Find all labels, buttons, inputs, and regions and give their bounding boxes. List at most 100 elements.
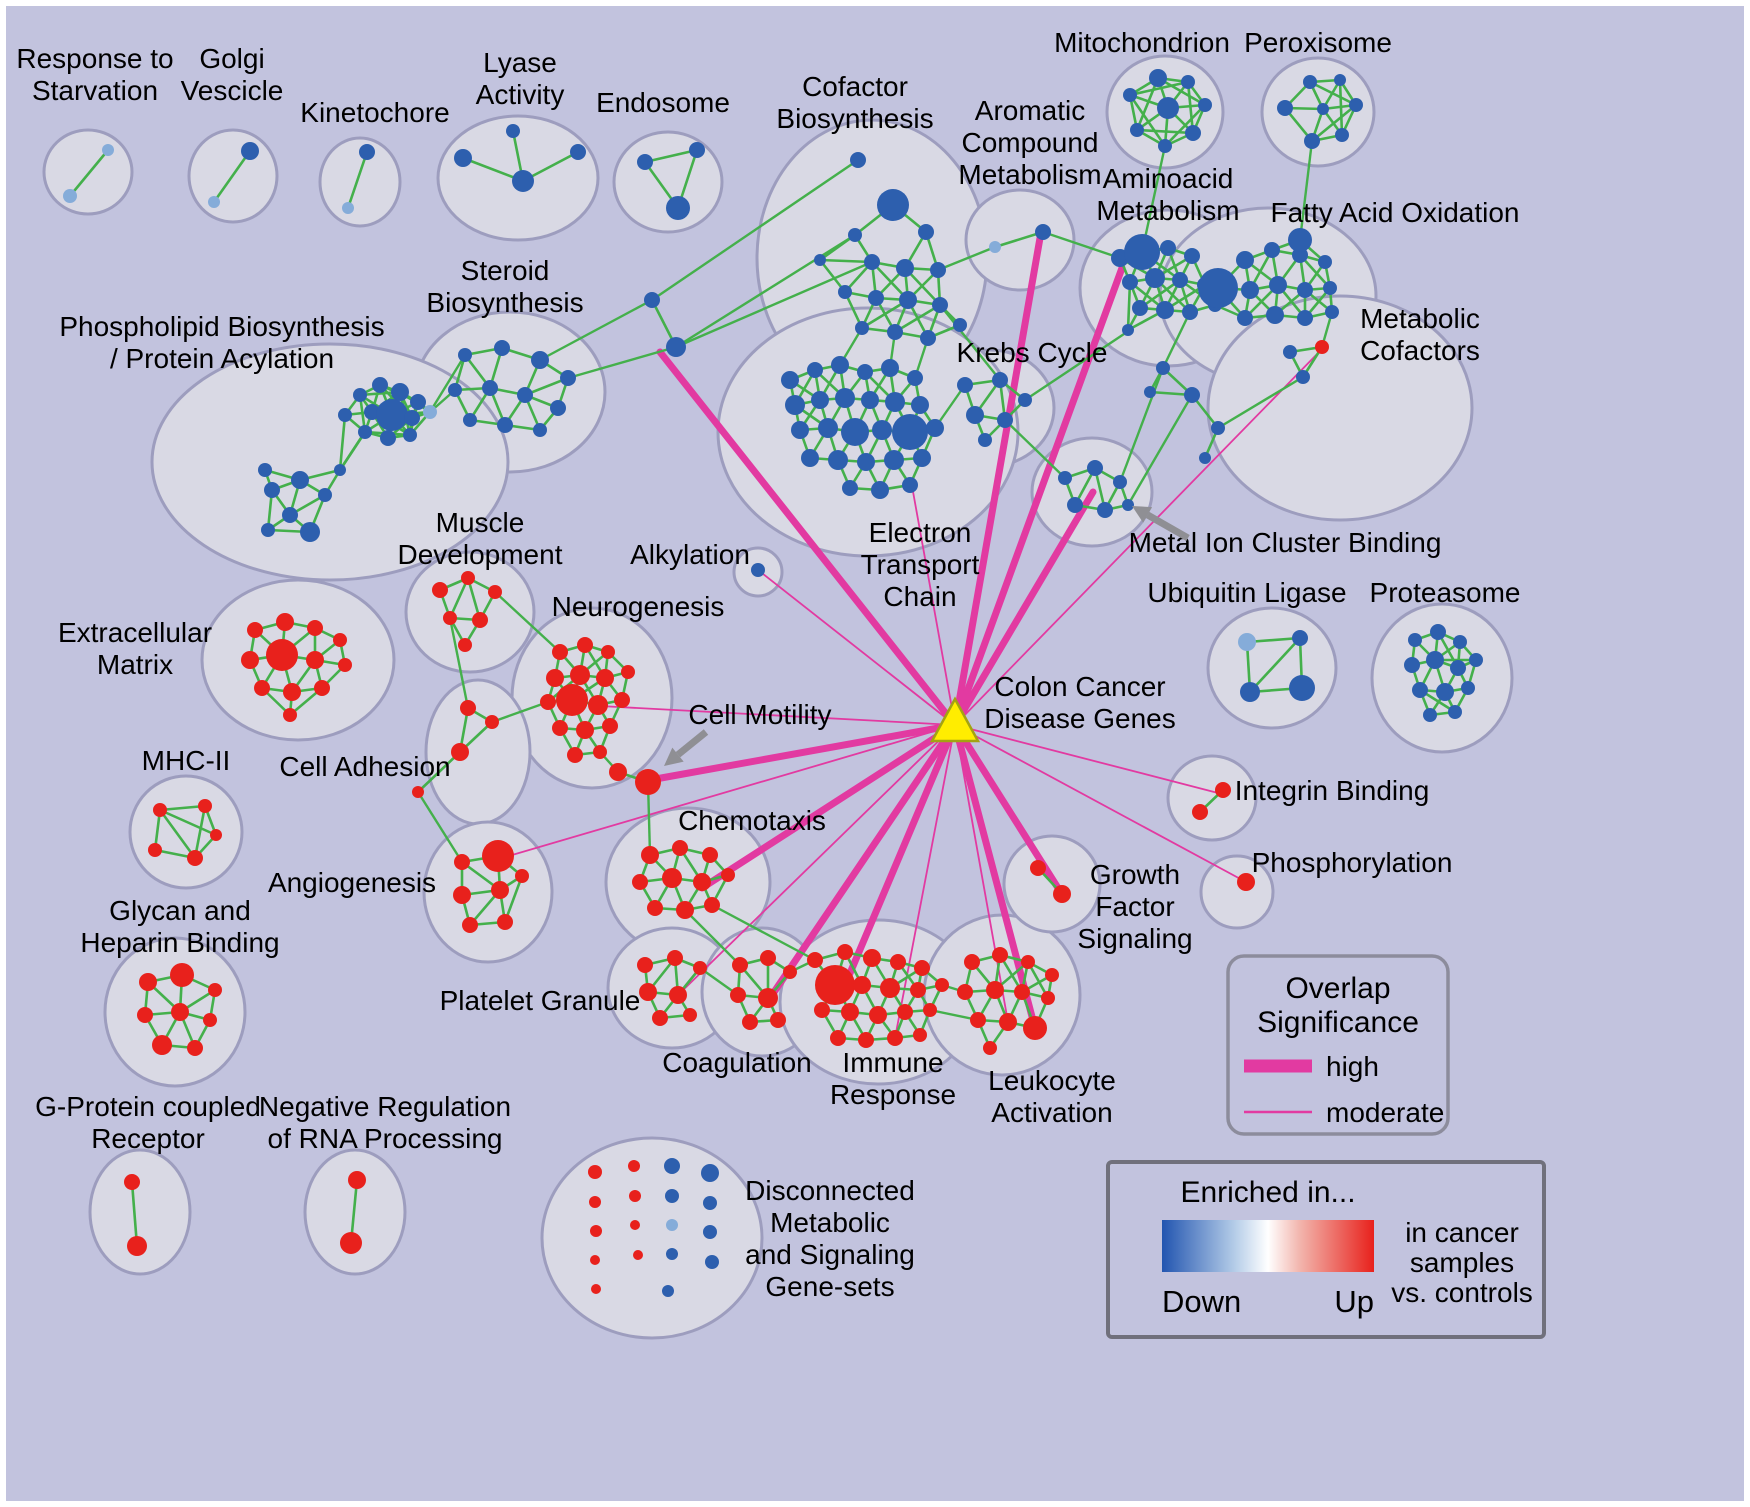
- immune-response-node: [890, 954, 906, 970]
- phospholipid-biosynthesis-node: [282, 507, 298, 523]
- enriched-legend-down-label: Down: [1162, 1284, 1241, 1319]
- label-mhc-ii: MHC-II: [142, 745, 231, 776]
- phospholipid-biosynthesis-node: [364, 404, 380, 420]
- phospholipid-biosynthesis-node: [261, 523, 275, 537]
- inter-cluster-edge: [929, 1008, 979, 1022]
- cell-adhesion-edge: [417, 751, 461, 793]
- proteasome-node: [1426, 651, 1444, 669]
- integrin-binding-node: [1215, 782, 1231, 798]
- leukocyte-activation-node: [957, 984, 973, 1000]
- inter-cluster-edge: [1126, 394, 1194, 506]
- electron-transport-chain-node: [857, 453, 875, 471]
- fatty-acid-oxidation-node: [1288, 228, 1312, 252]
- chemotaxis-node: [647, 900, 663, 916]
- chemotaxis-node: [721, 868, 735, 882]
- metal-ion-cluster-binding-node: [1122, 499, 1134, 511]
- electron-transport-chain-node: [818, 418, 838, 438]
- steroid-biosynthesis-node: [560, 370, 576, 386]
- layer-nodes: [63, 69, 1483, 1297]
- inter-cluster-edge: [416, 791, 464, 863]
- cofactor-biosynthesis-node: [920, 330, 936, 346]
- phospholipid-biosynthesis-node: [358, 425, 372, 439]
- proteasome-node: [1461, 681, 1475, 695]
- mhc-ii-edge: [193, 805, 207, 859]
- electron-transport-chain-node: [781, 371, 799, 389]
- ubiquitin-ligase-node: [1289, 675, 1315, 701]
- label-krebs-cycle: Krebs Cycle: [957, 337, 1108, 368]
- overlap-edge-immune-response-2: [894, 724, 956, 1039]
- phospholipid-biosynthesis-node: [264, 482, 280, 498]
- response-to-starvation-node: [63, 189, 77, 203]
- disconnected-gene-sets-node: [630, 1220, 640, 1230]
- disconnected-gene-sets-node: [703, 1225, 717, 1239]
- cofactor-biosynthesis-node: [868, 290, 884, 306]
- fatty-acid-oxidation-node: [1241, 281, 1259, 299]
- neurogenesis-node: [596, 669, 614, 687]
- mhc-ii-node: [148, 843, 162, 857]
- fatty-acid-oxidation-node: [1269, 276, 1287, 294]
- immune-response-node: [814, 1002, 830, 1018]
- disconnected-gene-sets-node: [588, 1165, 602, 1179]
- angiogenesis-node: [515, 869, 529, 883]
- electron-transport-chain-node: [902, 477, 918, 493]
- mitochondrion-node: [1158, 139, 1172, 153]
- enriched-legend-up-label: Up: [1334, 1284, 1374, 1319]
- leukocyte-activation-node: [970, 1012, 986, 1028]
- metabolic-cofactors-node: [1296, 370, 1310, 384]
- metabolic-bridge-node: [1144, 386, 1156, 398]
- metal-ion-cluster-binding-node: [1113, 475, 1127, 489]
- aromatic-compound-metabolism-node: [989, 241, 1001, 253]
- extracellular-matrix-node: [241, 651, 259, 669]
- neurogenesis-node: [552, 644, 568, 660]
- inter-cluster-edge: [491, 700, 549, 724]
- chemotaxis-node: [632, 874, 648, 890]
- neurogenesis-node: [593, 745, 607, 759]
- enriched-legend-box: [1106, 1160, 1546, 1339]
- overlap-edge-aromatic-compound-metabolism: [951, 234, 1044, 729]
- label-fatty-acid-oxidation: Fatty Acid Oxidation: [1270, 197, 1519, 228]
- metabolic-bridge-node: [1184, 387, 1200, 403]
- phospholipid-biosynthesis-node: [338, 408, 352, 422]
- krebs-cycle-node: [978, 433, 992, 447]
- coagulation-node: [732, 957, 748, 973]
- proteasome-node: [1412, 682, 1428, 698]
- growth-factor-signaling-node: [1030, 860, 1046, 876]
- immune-response-node: [923, 1003, 937, 1017]
- cell-adhesion-node: [485, 715, 499, 729]
- electron-transport-chain-node: [892, 414, 928, 450]
- kinetochore-node: [342, 202, 354, 214]
- kinetochore-edge: [346, 151, 369, 209]
- metal-ion-cluster-binding-node: [1067, 497, 1083, 513]
- cofactor-biosynthesis-edge: [894, 303, 941, 334]
- inter-cluster-edge: [711, 903, 816, 962]
- lyase-activity-node: [512, 170, 534, 192]
- disconnected-gene-sets-node: [633, 1250, 643, 1260]
- extracellular-matrix-node: [306, 651, 324, 669]
- angiogenesis-edge: [503, 875, 524, 923]
- cluster-ellipse-muscle-development: [404, 550, 536, 674]
- phospholipid-biosynthesis-node: [291, 471, 309, 489]
- lyase-activity-node: [506, 124, 520, 138]
- label-peroxisome: Peroxisome: [1244, 27, 1392, 58]
- phospholipid-biosynthesis-node: [258, 463, 272, 477]
- inter-cluster-edge: [1024, 329, 1131, 401]
- electron-transport-chain-node: [911, 396, 929, 414]
- cofactor-biosynthesis-node: [850, 152, 866, 168]
- negative-regulation-rna-processing-node: [348, 1171, 366, 1189]
- metabolic-bridge-node: [1211, 421, 1225, 435]
- aminoacid-metabolism-edge: [1126, 281, 1132, 331]
- aminoacid-metabolism-node: [1145, 268, 1165, 288]
- cluster-ellipse-mhc-ii: [128, 774, 244, 890]
- metal-ion-arrow: [1145, 511, 1190, 542]
- leukocyte-activation-node: [964, 954, 980, 970]
- electron-transport-chain-node: [885, 392, 905, 412]
- disconnected-gene-sets-node: [662, 1285, 674, 1297]
- disconnected-gene-sets-node: [590, 1225, 602, 1237]
- inter-cluster-edge: [1298, 140, 1314, 241]
